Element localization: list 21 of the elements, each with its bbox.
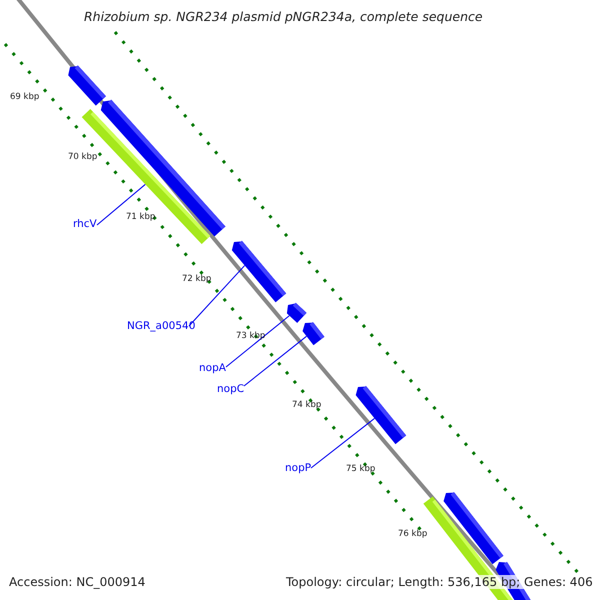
scale-label: 75 kbp [346,464,376,474]
info-text: Topology: circular; Length: 536,165 bp; Genes: 406 [286,575,593,589]
leader-line [96,184,146,226]
leader-line [310,418,375,468]
gene-label: nopA [199,362,226,374]
gene-label: nopC [217,383,244,395]
leader-line [244,336,307,386]
title: Rhizobium sp. NGR234 plasmid pNGR234a, complete sequence [84,9,483,24]
scale-label: 74 kbp [292,400,322,410]
leader-line [188,265,246,326]
scale-label: 76 kbp [398,529,428,539]
scale-label: 72 kbp [182,274,212,284]
scale-label: 71 kbp [126,212,156,222]
scale-label: 73 kbp [236,331,266,341]
gene-label: nopP [285,462,312,474]
scale-label: 70 kbp [68,152,98,162]
gene-label: NGR_a00540 [127,320,196,332]
leader-line [226,315,290,368]
gene-label: rhcV [73,218,97,230]
info-text: Accession: NC_000914 [9,575,146,589]
scale-label: 69 kbp [10,92,40,102]
